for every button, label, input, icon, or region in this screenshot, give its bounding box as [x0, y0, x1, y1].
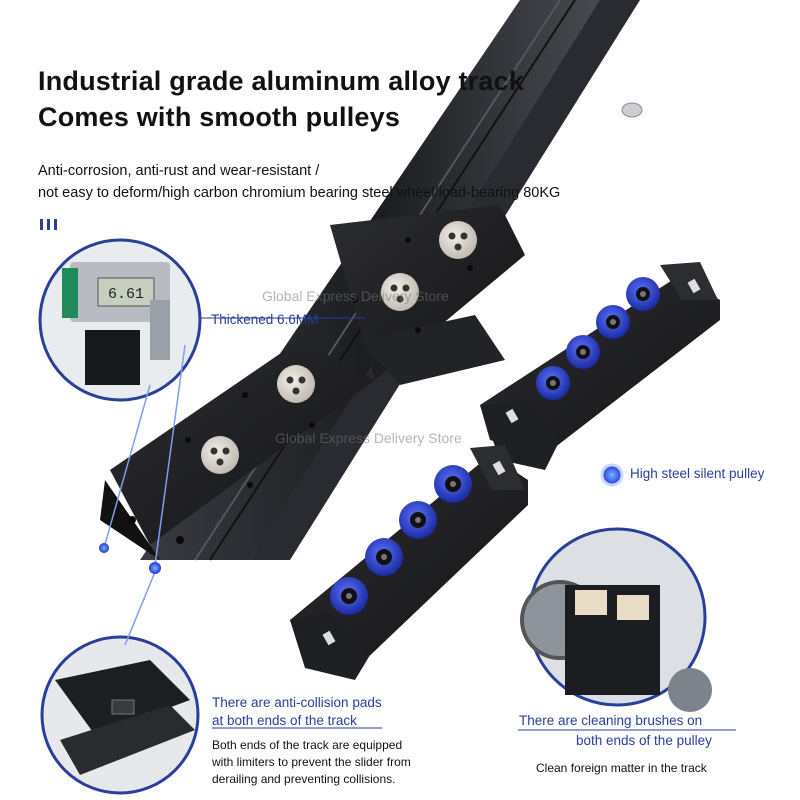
rail-mount-hole-icon [621, 102, 643, 118]
brush-title-1: There are cleaning brushes on [519, 713, 703, 728]
pulley-callout: High steel silent pulley [630, 466, 765, 481]
pulley-slider-lower [290, 445, 528, 680]
callout-dot-icon [600, 463, 624, 487]
anti-collision-inset [40, 635, 200, 795]
brush-title-2: both ends of the pulley [576, 733, 712, 748]
subtitle-line-2: not easy to deform/high carbon chromium … [38, 185, 561, 201]
watermark-upper: Global Express Delivery Store [262, 288, 449, 304]
section-marker-icon [40, 219, 57, 230]
callout-connectors [99, 317, 736, 731]
callout-dot-icon [99, 543, 109, 553]
headline-line-1: Industrial grade aluminum alloy track [38, 66, 525, 96]
anti-collision-desc-2: with limiters to prevent the slider from [212, 755, 411, 769]
anti-collision-desc-3: derailing and preventing collisions. [212, 772, 396, 786]
subtitle-line-1: Anti-corrosion, anti-rust and wear-resis… [38, 163, 320, 179]
anti-collision-title-2: at both ends of the track [212, 713, 357, 728]
caliper-display: 6.61 [108, 286, 144, 303]
watermark-lower: Global Express Delivery Store [275, 430, 462, 446]
rail-slider-block [100, 205, 525, 560]
anti-collision-desc-1: Both ends of the track are equipped [212, 738, 403, 752]
headline-line-2: Comes with smooth pulleys [38, 102, 401, 132]
cleaning-brush-inset [520, 527, 712, 712]
thickness-callout: Thickened 6.6MM [211, 312, 319, 327]
anti-collision-title-1: There are anti-collision pads [212, 695, 382, 710]
brush-desc: Clean foreign matter in the track [536, 761, 707, 775]
caliper-inset [38, 238, 202, 402]
callout-dot-icon [149, 562, 161, 574]
pulley-slider-upper [480, 262, 720, 470]
